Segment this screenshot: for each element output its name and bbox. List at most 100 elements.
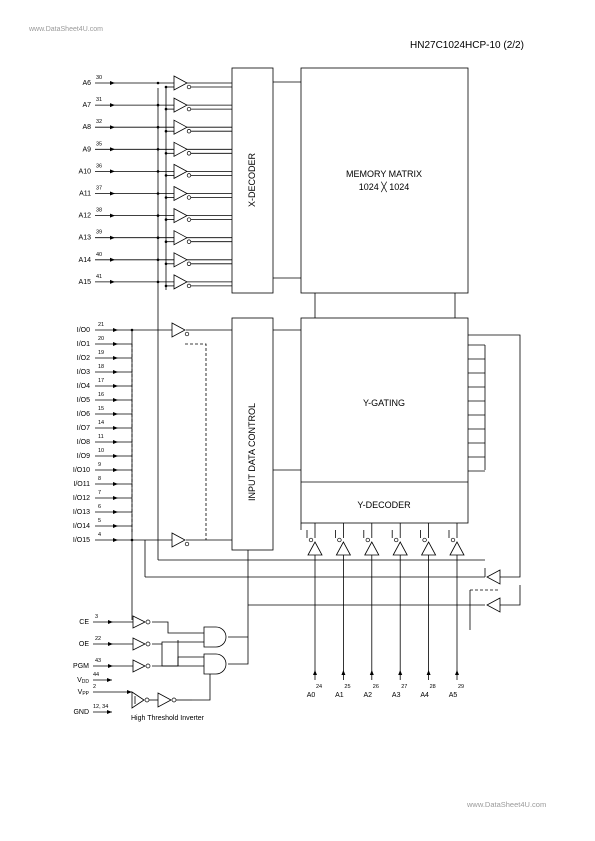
arrow-io12 [113, 496, 118, 500]
y-buffer-a3 [392, 541, 408, 556]
buffer-a7 [173, 97, 188, 113]
pin-io14: 5 [98, 518, 101, 524]
pin-a2: 26 [373, 684, 379, 690]
ht-inverter-2 [157, 692, 172, 708]
label-a15: A15 [79, 279, 92, 286]
arrow-a0 [313, 670, 317, 675]
label-a3: A3 [392, 692, 401, 699]
label-a5: A5 [449, 692, 458, 699]
label-vdd: VDD [77, 677, 89, 685]
page-header-title: HN27C1024HCP-10 (2/2) [410, 40, 524, 51]
buffer-a14 [173, 252, 188, 268]
arrow-a15 [110, 279, 115, 284]
pin-a1: 25 [344, 684, 350, 690]
node-a10 [156, 170, 160, 173]
label-oe: OE [79, 641, 89, 648]
buffer-a11 [173, 185, 188, 202]
pin-io6: 15 [98, 406, 104, 412]
label-a8: A8 [82, 124, 91, 131]
node-io15 [130, 538, 134, 542]
node-a13 [156, 236, 160, 239]
arrow-vdd [107, 678, 112, 682]
label-io9: I/O9 [77, 453, 90, 460]
buffer-a8-bubble [186, 129, 192, 134]
pin-a5: 29 [458, 684, 464, 690]
pin-io5: 16 [98, 392, 104, 398]
label-a4: A4 [420, 692, 429, 699]
y-buffer-a5 [449, 541, 465, 556]
pin-ce: 3 [95, 614, 98, 620]
arrow-a9 [110, 147, 115, 152]
arrow-a8 [110, 125, 115, 130]
arrow-a12 [110, 213, 115, 218]
y-buffer-a4 [420, 541, 437, 556]
arrow-io13 [113, 510, 118, 514]
input-data-control-block [231, 317, 274, 551]
output-buffer-1 [486, 569, 501, 585]
node-a7 [156, 103, 160, 107]
pin-a9: 35 [96, 141, 102, 147]
buffer-a14-bubble [186, 261, 192, 266]
node-a11 [156, 192, 160, 195]
pin-oe: 22 [95, 636, 101, 642]
pin-io12: 7 [98, 490, 101, 496]
buffer-a15-bubble [186, 283, 192, 289]
node-a9 [156, 148, 160, 151]
label-io4: I/O4 [77, 383, 90, 390]
label-io14: I/O14 [73, 523, 90, 530]
label-a6: A6 [82, 80, 91, 87]
node-a6 [156, 81, 160, 85]
arrow-a4 [426, 670, 431, 675]
node-io0 [130, 328, 134, 332]
node-a15 [156, 280, 160, 284]
buffer-io0-bubble [184, 331, 190, 337]
matrix-size-label: 1024 ╳ 1024 [359, 181, 409, 193]
pin-io2: 19 [98, 350, 104, 356]
pin-io11: 8 [98, 476, 101, 482]
label-vpp: VPP [78, 689, 90, 697]
label-io8: I/O8 [77, 439, 90, 446]
y-buffer-a1 [335, 541, 352, 556]
y-buffer-a0 [307, 541, 323, 556]
memory-matrix-block [300, 67, 469, 294]
ht-inverter-1 [131, 691, 145, 709]
arrow-a3 [398, 670, 403, 675]
label-a0: A0 [307, 692, 316, 699]
pin-io0: 21 [98, 322, 104, 328]
label-io6: I/O6 [77, 411, 90, 418]
y-gating-block [300, 317, 469, 524]
node-a8 [156, 125, 160, 129]
ht-bubble-2 [171, 697, 177, 703]
buffer-io15-bubble [184, 541, 190, 547]
output-buffer-2 [486, 597, 501, 613]
arrow-a14 [110, 257, 115, 262]
label-a2: A2 [364, 692, 373, 699]
pin-gnd: 12, 34 [93, 704, 108, 710]
y-buffer-bubble-a0 [308, 537, 314, 543]
label-gnd: GND [73, 709, 89, 716]
pin-a12: 38 [96, 208, 102, 214]
label-a9: A9 [82, 146, 91, 153]
pin-a15: 41 [96, 274, 102, 280]
label-a7: A7 [82, 102, 91, 109]
y-decoder-label: Y-DECODER [357, 500, 411, 510]
label-io13: I/O13 [73, 509, 90, 516]
arrow-io3 [113, 370, 118, 374]
y-buffer-bubble-a4 [422, 537, 427, 543]
arrow-gnd [107, 710, 112, 714]
inverter-ce [132, 615, 146, 629]
inverter-oe [132, 637, 146, 651]
buffer-a12 [173, 207, 188, 224]
arrow-a11 [110, 191, 115, 196]
label-io12: I/O12 [73, 495, 90, 502]
arrow-io15 [113, 538, 118, 542]
pin-a8: 32 [96, 119, 102, 125]
buffer-a7-bubble [186, 106, 192, 112]
arrow-a13 [110, 235, 115, 240]
arrow-a7 [110, 103, 115, 108]
arrow-io4 [113, 384, 118, 388]
pin-pgm: 43 [95, 658, 101, 664]
label-a13: A13 [79, 235, 92, 242]
arrow-io8 [113, 440, 118, 444]
pin-a0: 24 [316, 684, 322, 690]
